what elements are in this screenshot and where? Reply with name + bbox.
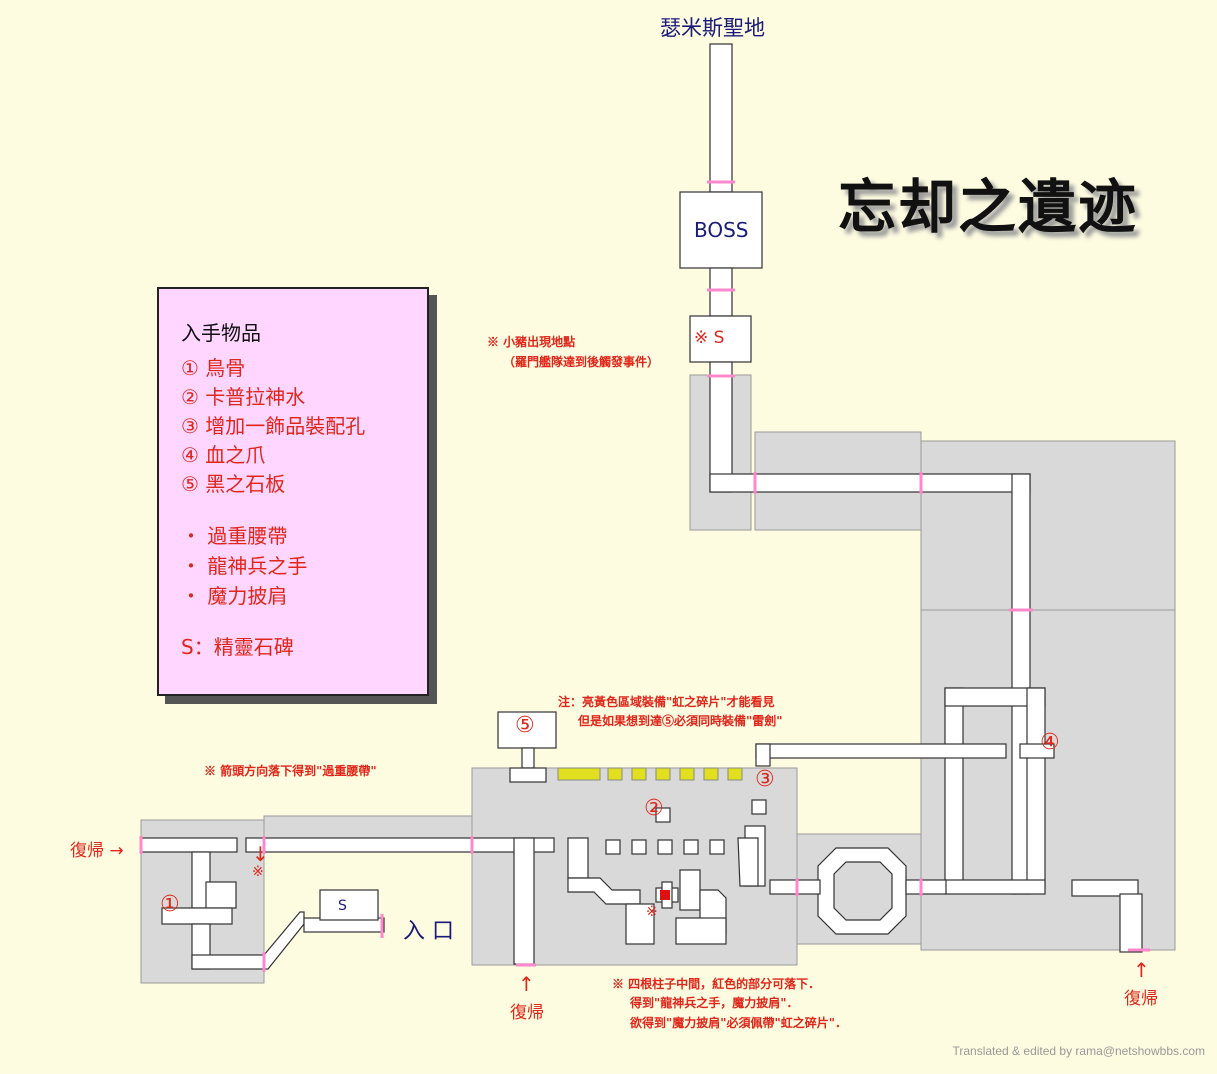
entrance-label[interactable]: 入 口	[403, 919, 454, 944]
marker-5: ⑤	[515, 713, 535, 738]
marker-4: ④	[1040, 730, 1060, 755]
credit-line: Translated & edited by rama@netshowbbs.c…	[952, 1044, 1205, 1058]
marker-1: ①	[160, 892, 180, 917]
legend-item-4: ④ 血之爪	[181, 443, 266, 467]
hexagon-core	[833, 861, 893, 921]
pig-note-1: ※ 小豬出現地點	[487, 335, 576, 349]
destination-label[interactable]: 瑟米斯聖地	[660, 16, 765, 40]
pig-note-2: （羅門艦隊達到後觸發事件）	[503, 355, 660, 369]
yellow-note-1: 注：亮黃色區域裝備"虹之碎片"才能看見	[558, 695, 775, 709]
legend-item-2: ② 卡普拉神水	[181, 385, 306, 409]
doors	[139, 180, 1150, 972]
pillar-note-3: 欲得到"魔力披肩"必須佩帶"虹之碎片"．	[630, 1016, 848, 1030]
legend-misc-1: ・ 過重腰帶	[181, 524, 288, 548]
return-arrow-right: ↑	[1133, 958, 1150, 982]
item-legend: 入手物品 ① 鳥骨 ② 卡普拉神水 ③ 增加一飾品裝配孔 ④ 血之爪 ⑤ 黑之石…	[157, 287, 429, 696]
drop-point	[660, 890, 670, 900]
pillar-note-1: ※ 四根柱子中間，紅色的部分可落下．	[612, 977, 821, 991]
arrow-drop-note: ※ 箭頭方向落下得到"過重腰帶"	[204, 764, 377, 778]
marker-2: ②	[644, 796, 664, 821]
drop-mark: ※	[646, 904, 658, 920]
return-arrow-bottom: ↑	[518, 972, 535, 996]
map-title: 忘却之遺迹	[838, 173, 1139, 241]
boss-room-label: BOSS	[694, 218, 749, 242]
legend-item-1: ① 鳥骨	[181, 356, 246, 380]
map-corridors	[140, 43, 1143, 970]
stone-tablet-entrance: S	[338, 898, 347, 914]
legend-s-note: S：精靈石碑	[181, 635, 294, 659]
legend-item-5: ⑤ 黑之石板	[181, 472, 286, 496]
return-point-right[interactable]: 復帰	[1124, 989, 1158, 1009]
legend-item-3: ③ 增加一飾品裝配孔	[181, 414, 366, 438]
yellow-note-2: 但是如果想到達⑤必須同時裝備"雷劍"	[578, 714, 783, 728]
fall-mark: ※	[252, 864, 264, 880]
return-point-left[interactable]: 復帰 →	[70, 841, 124, 861]
stone-tablet-top: ※ S	[694, 328, 725, 348]
legend-misc-2: ・ 龍神兵之手	[181, 554, 308, 578]
fall-arrow: ↓	[252, 842, 269, 866]
legend-misc-3: ・ 魔力披肩	[181, 584, 288, 608]
hidden-blocks	[557, 767, 743, 781]
pillar-note-2: 得到"龍神兵之手，魔力披肩"．	[630, 996, 799, 1010]
marker-3: ③	[755, 767, 775, 792]
legend-heading: 入手物品	[181, 321, 261, 345]
return-point-bottom[interactable]: 復帰	[510, 1003, 544, 1023]
